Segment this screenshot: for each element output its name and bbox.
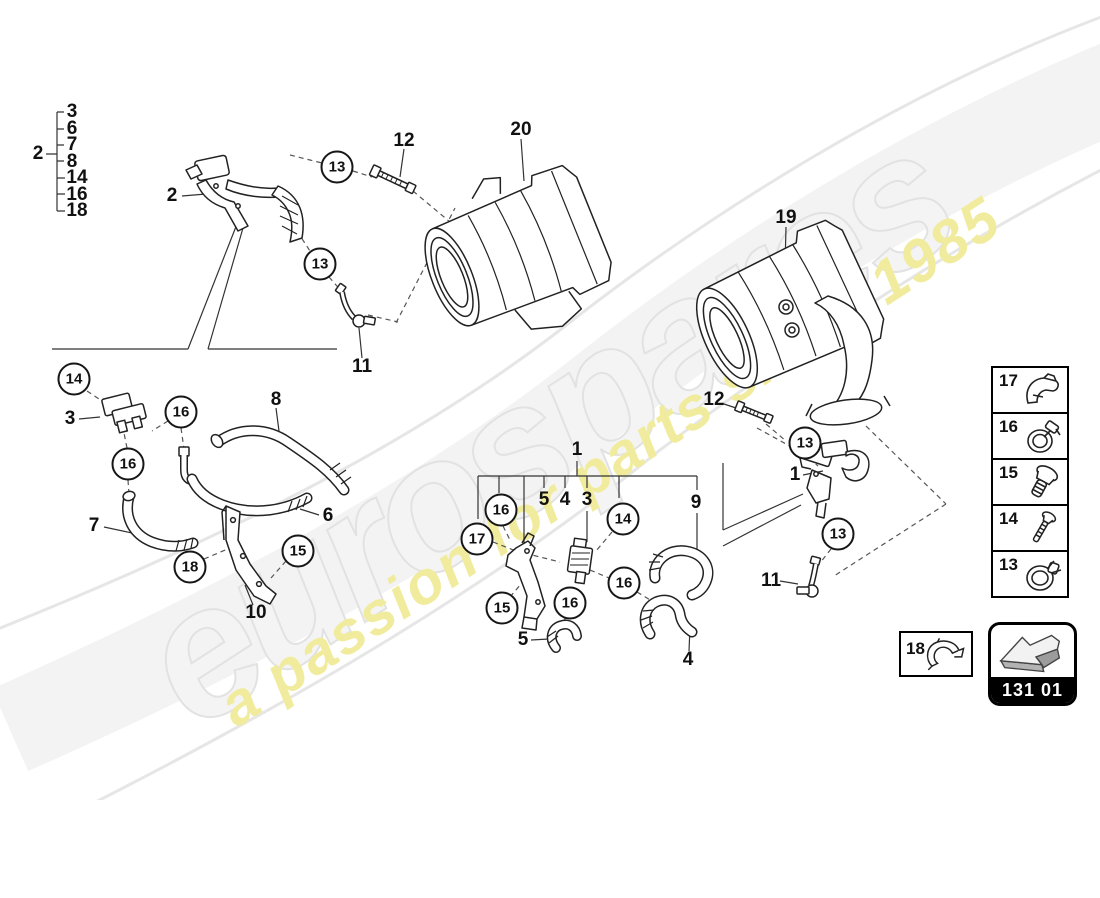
- callout-circle-18: 18: [173, 550, 207, 584]
- group-2-item-16: 16: [66, 184, 88, 205]
- group-2-item-6: 6: [66, 118, 78, 139]
- screw-12-right: [734, 400, 774, 424]
- part-label-11: 11: [351, 356, 373, 377]
- valve-3-left: [101, 392, 147, 434]
- parts-diagram-page: eurospares a passion for parts since 198…: [0, 15, 1100, 800]
- legend-box-13: 13: [991, 550, 1069, 598]
- bracket-17-center: [505, 532, 546, 631]
- pipe-11-left: [334, 282, 377, 328]
- legend-number: 16: [999, 417, 1018, 436]
- spring-clamp-icon: [1019, 555, 1065, 600]
- callout-circle-16: 16: [484, 493, 518, 527]
- legend-box-17: 17: [991, 366, 1069, 414]
- callout-circle-15: 15: [281, 534, 315, 568]
- leader-lines: [46, 111, 824, 652]
- flat-clip-icon: [1019, 371, 1065, 416]
- group-2-item-7: 7: [66, 134, 78, 155]
- legend-number: 18: [906, 639, 925, 658]
- part-label-2: 2: [166, 185, 178, 206]
- part-label-7: 7: [88, 515, 100, 536]
- screw-icon: [1019, 463, 1065, 508]
- callout-circle-16: 16: [607, 566, 641, 600]
- part-label-5: 5: [538, 489, 550, 510]
- worm-clamp-icon: [1019, 417, 1065, 462]
- group-2-item-18: 18: [66, 200, 88, 221]
- callout-circle-15: 15: [485, 591, 519, 625]
- hose-4: [639, 594, 698, 640]
- catalytic-converter-19: [695, 219, 891, 426]
- callout-circle-14: 14: [57, 362, 91, 396]
- hose-8: [210, 425, 352, 496]
- legend-number: 13: [999, 555, 1018, 574]
- part-label-4: 4: [682, 649, 694, 670]
- dashed-lines: [86, 154, 947, 629]
- callout-circle-17: 17: [460, 522, 494, 556]
- callout-circle-13: 13: [788, 426, 822, 460]
- swoosh-graphic: [0, 15, 1100, 800]
- diagram-linework: [46, 111, 947, 653]
- pipe-11-right: [796, 555, 822, 598]
- retaining-clip-icon: [919, 633, 971, 682]
- group-2-item-3: 3: [66, 101, 78, 122]
- legend-box-15: 15: [991, 458, 1069, 506]
- legend-box-18: 18: [899, 631, 973, 677]
- callout-circle-14: 14: [606, 502, 640, 536]
- part-code: 131 01: [991, 677, 1074, 703]
- hose-6: [186, 473, 313, 517]
- callout-circle-13: 13: [303, 247, 337, 281]
- callout-circle-16: 16: [164, 395, 198, 429]
- part-label-1: 1: [789, 464, 801, 485]
- part-label-11: 11: [760, 570, 782, 591]
- part-label-3: 3: [581, 489, 593, 510]
- hose-9: [648, 545, 714, 601]
- part-label-6: 6: [322, 505, 334, 526]
- screw-12-top: [368, 164, 417, 195]
- legend-box-16: 16: [991, 412, 1069, 460]
- part-label-3: 3: [64, 408, 76, 429]
- legend-box-14: 14: [991, 504, 1069, 552]
- legend-number: 17: [999, 371, 1018, 390]
- part-label-10: 10: [245, 602, 267, 623]
- part-label-20: 20: [510, 119, 532, 140]
- group-2-label: 2: [32, 143, 44, 164]
- group-2-item-8: 8: [66, 151, 78, 172]
- legend-column: 17 16 15 14 13: [991, 366, 1069, 598]
- hose-7: [122, 490, 199, 552]
- part-code-box: 131 01: [988, 622, 1077, 706]
- group-2-item-14: 14: [66, 167, 88, 188]
- bracket-10: [221, 505, 277, 605]
- direction-arrow-icon: [995, 627, 1073, 684]
- legend-number: 14: [999, 509, 1018, 528]
- part-label-8: 8: [270, 389, 282, 410]
- part-label-12: 12: [393, 130, 415, 151]
- part-label-5: 5: [517, 629, 529, 650]
- callout-circle-13: 13: [320, 150, 354, 184]
- part-label-9: 9: [690, 492, 702, 513]
- catalytic-converter-20: [424, 164, 612, 330]
- callout-circle-16: 16: [553, 586, 587, 620]
- part-label-4: 4: [559, 489, 571, 510]
- callout-circle-16: 16: [111, 447, 145, 481]
- legend-number: 15: [999, 463, 1018, 482]
- elbow-5: [546, 619, 582, 653]
- part-label-19: 19: [775, 207, 797, 228]
- callout-circle-13: 13: [821, 517, 855, 551]
- part-label-1: 1: [571, 439, 583, 460]
- part-label-12: 12: [703, 389, 725, 410]
- bolt-icon: [1019, 509, 1065, 554]
- part-2-assembly: [185, 154, 304, 243]
- valve-3-center: [566, 537, 594, 585]
